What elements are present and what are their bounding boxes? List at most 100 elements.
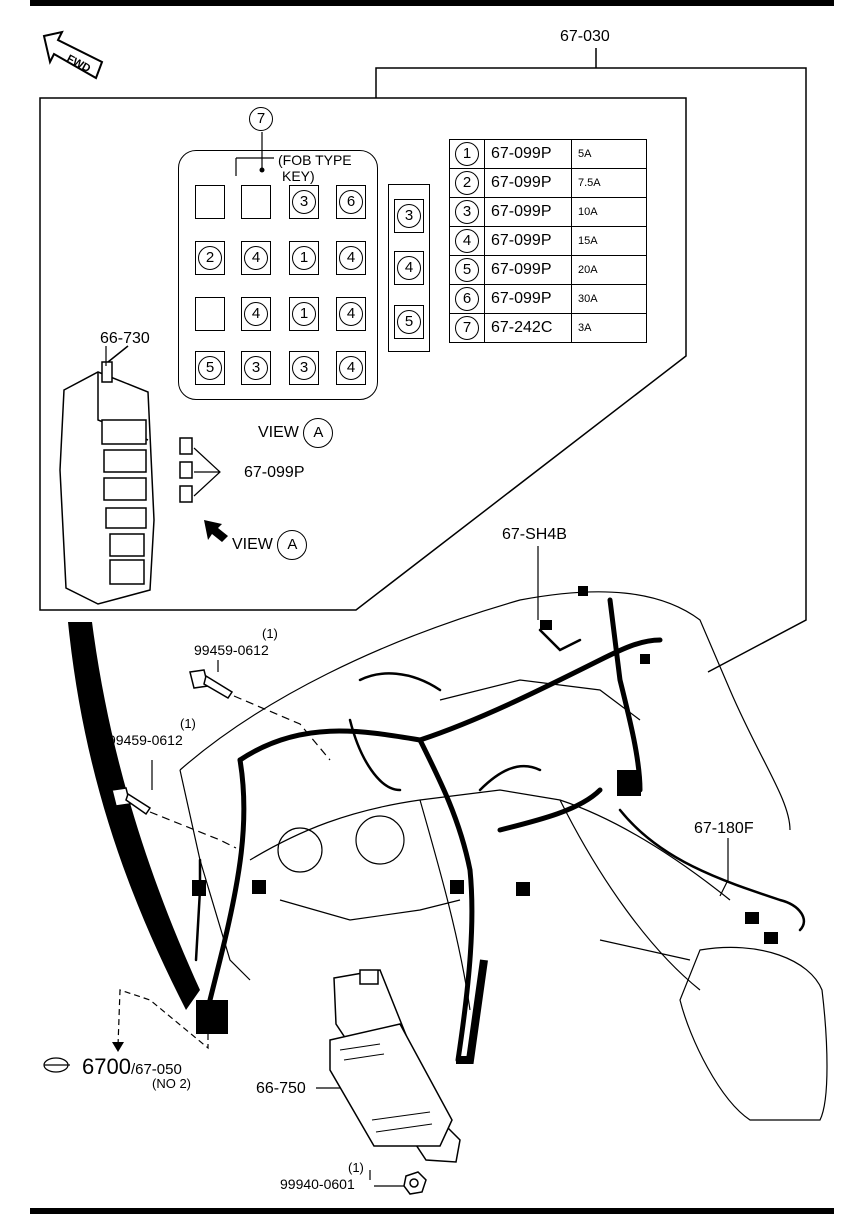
- fuse-slot-number: 4: [339, 302, 363, 326]
- fuse-part-cell: 67-099P: [484, 168, 572, 198]
- fuse-slot: 4: [336, 241, 366, 275]
- side-fuse-column: 3 4 5: [388, 184, 430, 352]
- bottom-border: [30, 1208, 834, 1214]
- bolt-icon: [111, 669, 234, 816]
- reference-icon: [43, 1057, 70, 1073]
- fuse-slot: 4: [336, 297, 366, 331]
- fuse-part-cell: 67-099P: [484, 255, 572, 285]
- fuse-amp-cell: 3A: [571, 313, 647, 343]
- fuse-slot-number: 4: [244, 302, 268, 326]
- fuse-amp-cell: 5A: [571, 139, 647, 169]
- bolt1-qty: (1): [262, 626, 278, 641]
- fuse-part-cell: 67-242C: [484, 313, 572, 343]
- fuse-slot-number: 1: [292, 246, 316, 270]
- ref-6700-label: 6700/67-050: [82, 1054, 182, 1080]
- ref-67050: /67-050: [130, 1061, 182, 1078]
- fuse-box-drawing: [59, 345, 155, 605]
- view-letter-circle: A: [303, 418, 334, 448]
- fuse-slot-number: 2: [198, 246, 222, 270]
- fuse-num-cell: 4: [449, 226, 485, 256]
- fuse-num-cell: 3: [449, 197, 485, 227]
- bolt1-label: 99459-0612: [194, 642, 269, 658]
- bolt2-qty: (1): [180, 716, 196, 731]
- fuse-num: 6: [455, 287, 479, 311]
- fuse-slot-number: 1: [292, 302, 316, 326]
- fwd-arrow-icon: [42, 30, 104, 80]
- fuse-box-label: 66-730: [100, 330, 150, 347]
- side-fuse-slot: 3: [394, 199, 424, 233]
- dashboard-outline: [179, 591, 828, 1121]
- fuse-slot: 1: [289, 297, 319, 331]
- side-fuse-slot: 5: [394, 305, 424, 339]
- bolt2-label: 99459-0612: [108, 732, 183, 748]
- view-a-label-2: VIEW A: [232, 530, 308, 560]
- fuse-slot: 1: [289, 241, 319, 275]
- fuse-num-cell: 2: [449, 168, 485, 198]
- fuse-slot: 3: [289, 185, 319, 219]
- fuse-slot-number: 4: [397, 256, 421, 280]
- fuse-slot-number: 3: [292, 356, 316, 380]
- fuse-part-cell: 67-099P: [484, 226, 572, 256]
- fuse-num-cell: 1: [449, 139, 485, 169]
- fuse-slot: 5: [195, 351, 225, 385]
- connector-icon: [192, 586, 778, 1034]
- view-text: VIEW: [258, 424, 299, 441]
- fuse-num-cell: 5: [449, 255, 485, 285]
- main-harness-label: 67-030: [560, 28, 610, 45]
- fuse-slot: 4: [241, 241, 271, 275]
- view-arrow-icon: [204, 520, 228, 542]
- fuse-slot-number: 4: [244, 246, 268, 270]
- fuse-slot: [241, 185, 271, 219]
- sh4b-label: 67-SH4B: [502, 526, 567, 543]
- fuse-slot-number: 3: [292, 190, 316, 214]
- fuse-slot: 6: [336, 185, 366, 219]
- fuse-slot-number: 4: [339, 246, 363, 270]
- fuse-amp-cell: 10A: [571, 197, 647, 227]
- fuse-slot: 2: [195, 241, 225, 275]
- fuse-amp-cell: 30A: [571, 284, 647, 314]
- fuse-slot: [195, 297, 225, 331]
- mini-fuse-icon: [179, 437, 193, 503]
- fuse-slot: 3: [241, 351, 271, 385]
- fuse-num: 7: [455, 316, 479, 340]
- fuse-amp-cell: 20A: [571, 255, 647, 285]
- fuse-slot: 4: [241, 297, 271, 331]
- fuse-slot-number: 6: [339, 190, 363, 214]
- view-text: VIEW: [232, 536, 273, 553]
- fuse-part-label: 67-099P: [244, 464, 305, 481]
- fob-type-label-1: (FOB TYPE: [278, 152, 352, 168]
- nut-qty: (1): [348, 1160, 364, 1175]
- ref-6700: 6700: [82, 1054, 131, 1079]
- fuse-amp-cell: 15A: [571, 226, 647, 256]
- fuse-num: 1: [455, 142, 479, 166]
- top-border: [30, 0, 834, 6]
- fuse-slot-number: 3: [397, 204, 421, 228]
- view-letter-circle: A: [277, 530, 308, 560]
- ref-no2-label: (NO 2): [152, 1076, 191, 1091]
- fob-key-number: 7: [249, 107, 273, 131]
- module-label: 66-750: [256, 1080, 306, 1097]
- fuse-slot: [195, 185, 225, 219]
- fuse-slot-number: 5: [397, 310, 421, 334]
- fuse-num: 3: [455, 200, 479, 224]
- nut-icon: [403, 1171, 427, 1195]
- fuse-num: 4: [455, 229, 479, 253]
- fob-type-label-2: KEY): [282, 168, 315, 184]
- wiring-harness: [207, 597, 663, 1063]
- fuse-num: 2: [455, 171, 479, 195]
- nut-label: 99940-0601: [280, 1176, 355, 1192]
- fuse-slot: 3: [289, 351, 319, 385]
- view-a-label: VIEW A: [258, 418, 334, 448]
- fuse-num: 5: [455, 258, 479, 282]
- fuse-slot-number: 4: [339, 356, 363, 380]
- fuse-part-cell: 67-099P: [484, 284, 572, 314]
